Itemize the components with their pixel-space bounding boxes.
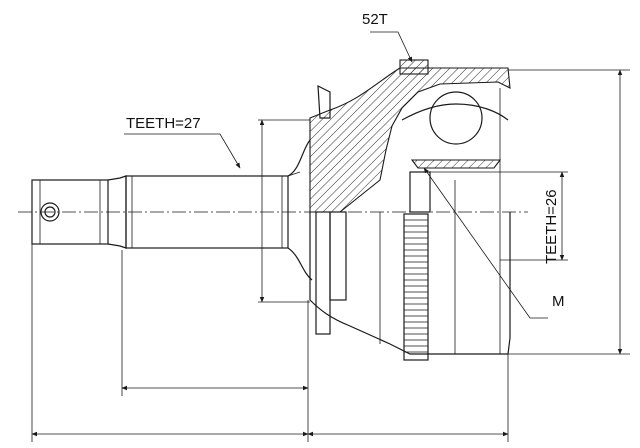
label-teeth-27: TEETH=27 [126, 115, 201, 132]
dimension-shaft [258, 119, 310, 303]
flange-ring [315, 84, 347, 335]
dimension-outer-diameter [508, 69, 630, 355]
leader-lines [124, 31, 548, 319]
label-52t: 52T [362, 11, 388, 28]
ball-cage [401, 91, 509, 213]
abs-ring [403, 213, 429, 361]
dimension-lengths [31, 244, 509, 442]
splined-shaft [125, 139, 313, 281]
dimension-inner-spline [428, 171, 568, 261]
housing-outline-lower [309, 212, 511, 355]
label-teeth-26: TEETH=26 [543, 189, 560, 264]
housing-section [309, 67, 511, 213]
outer-teeth [399, 59, 429, 75]
label-m: M [552, 293, 565, 310]
hole-icon [40, 202, 60, 222]
